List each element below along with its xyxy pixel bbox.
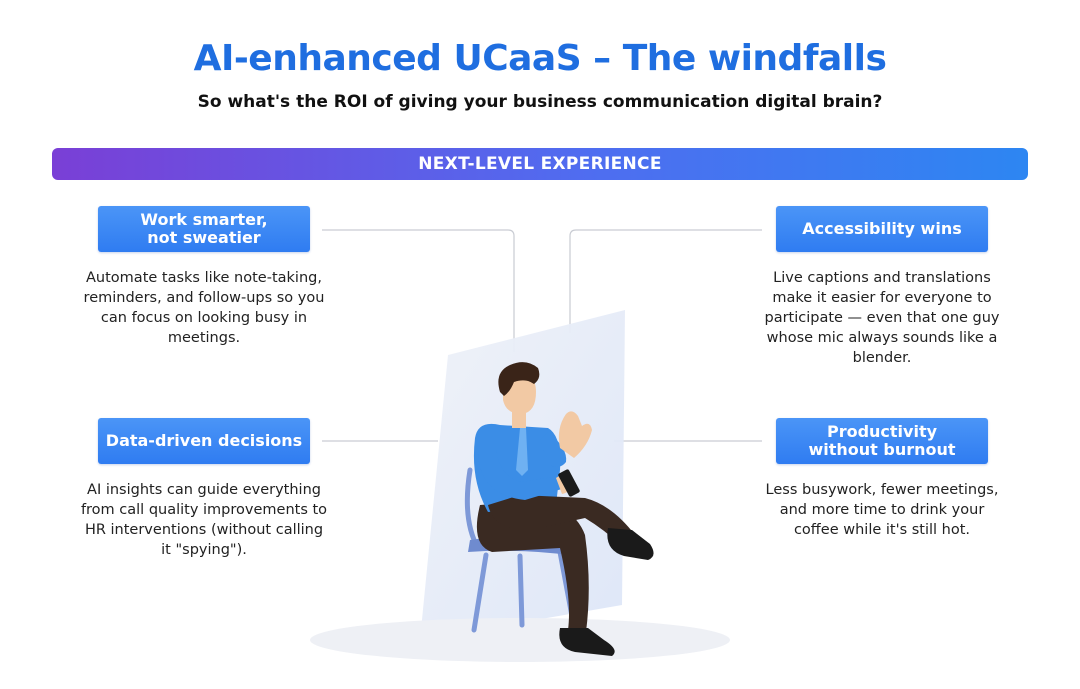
card-body-data-driven: AI insights can guide everything from ca… [80,482,328,558]
neck [512,410,526,428]
connector-top-right [569,229,762,333]
phone-icon [558,469,580,497]
back-leg [476,500,589,632]
hair [498,362,540,396]
connector-lines [322,229,762,442]
card-body-productivity: Less busywork, fewer meetings, and more … [765,482,999,538]
page-subtitle: So what's the ROI of giving your busines… [197,92,883,112]
floor-shadow [310,618,730,662]
hand-wave [558,411,592,458]
connector-top-left [322,229,515,352]
front-shoe [607,528,654,560]
section-banner: NEXT-LEVEL EXPERIENCE [52,148,1028,180]
card-body-work-smarter: Automate tasks like note-taking, reminde… [83,270,325,346]
front-leg [488,495,635,545]
raised-arm [540,432,567,467]
tie [516,428,528,476]
card-heading-accessibility: Accessibility wins [776,206,988,252]
card-heading-productivity: Productivity without burnout [776,418,988,464]
page-title: AI-enhanced UCaaS – The windfalls [193,38,887,79]
card-body-accessibility: Live captions and translations make it e… [764,270,1000,366]
card-heading-work-smarter: Work smarter, not sweatier [98,206,310,252]
lower-arm [478,450,565,500]
back-shoe [559,628,615,656]
card-heading-data-driven: Data-driven decisions [98,418,310,464]
